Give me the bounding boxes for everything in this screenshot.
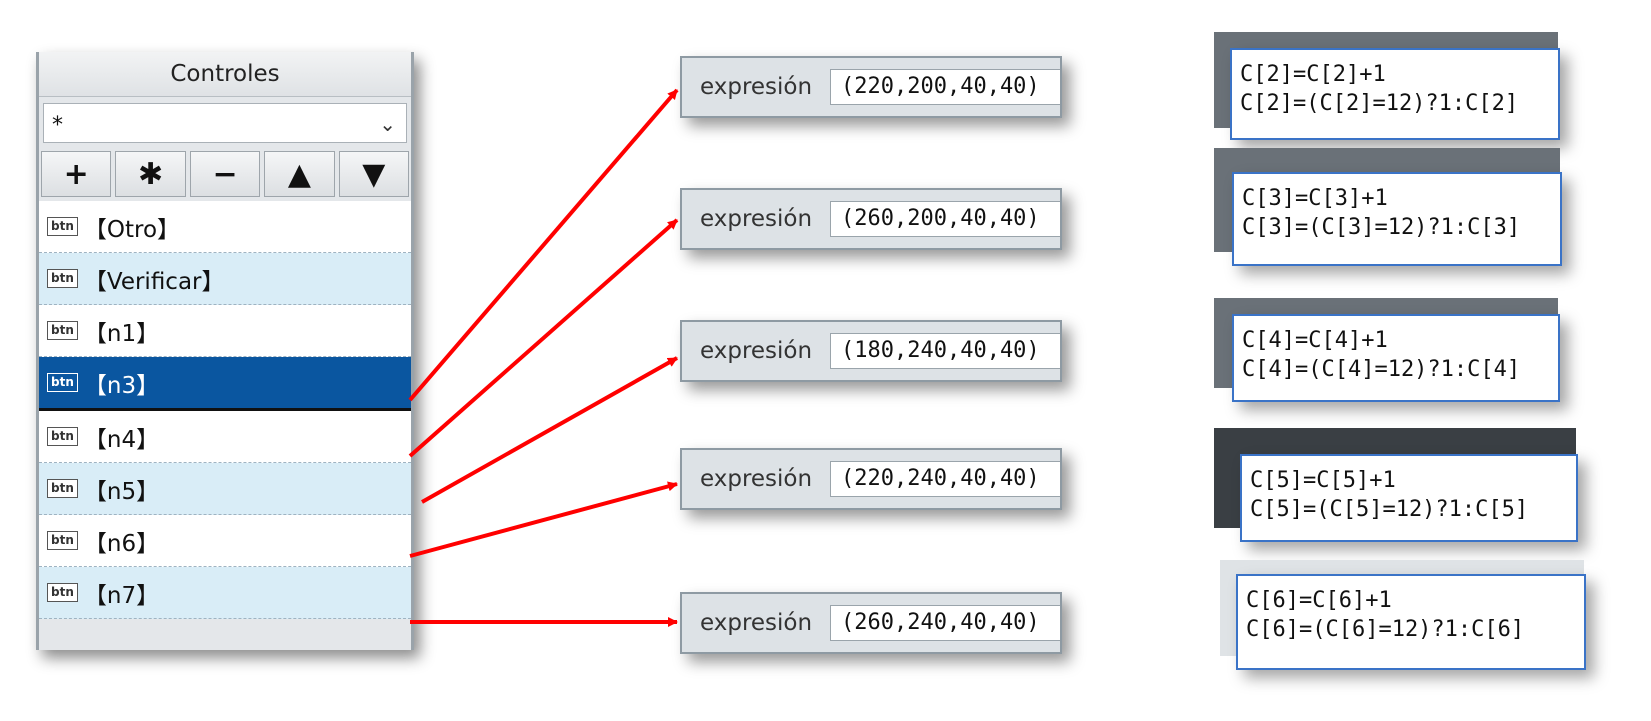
code-line: C[5]=C[5]+1 bbox=[1250, 468, 1396, 493]
code-line: C[4]=C[4]+1 bbox=[1242, 328, 1388, 353]
expression-label: expresión bbox=[700, 338, 813, 364]
expression-input[interactable]: (220,240,40,40) bbox=[830, 461, 1060, 497]
list-item[interactable]: btn 【n6】 bbox=[39, 515, 411, 567]
item-label: 【n6】 bbox=[83, 530, 160, 557]
expression-label: expresión bbox=[700, 466, 813, 492]
panel-title: Controles bbox=[39, 52, 411, 97]
code-editor[interactable]: C[4]=C[4]+1 C[4]=(C[4]=12)?1:C[4] bbox=[1232, 314, 1560, 402]
add-button[interactable]: + bbox=[41, 151, 112, 197]
code-line: C[6]=(C[6]=12)?1:C[6] bbox=[1246, 617, 1525, 642]
code-line: C[5]=(C[5]=12)?1:C[5] bbox=[1250, 497, 1529, 522]
filter-select[interactable]: * ⌄ bbox=[43, 103, 407, 143]
code-line: C[2]=C[2]+1 bbox=[1240, 62, 1386, 87]
list-item[interactable]: btn 【n4】 bbox=[39, 411, 411, 463]
item-label: 【n3】 bbox=[83, 372, 160, 399]
controls-list: btn 【Otro】 btn 【Verificar】 btn 【n1】 btn 【n3】… bbox=[39, 201, 411, 619]
expression-field: expresión (180,240,40,40) bbox=[680, 320, 1062, 382]
code-editor[interactable]: C[3]=C[3]+1 C[3]=(C[3]=12)?1:C[3] bbox=[1232, 172, 1562, 266]
arrow bbox=[408, 218, 679, 458]
code-line: C[4]=(C[4]=12)?1:C[4] bbox=[1242, 357, 1521, 382]
duplicate-button[interactable]: ✱ bbox=[115, 151, 186, 197]
expression-input[interactable]: (180,240,40,40) bbox=[830, 333, 1060, 369]
list-item-selected[interactable]: btn 【n3】 bbox=[39, 357, 411, 411]
expression-field: expresión (260,200,40,40) bbox=[680, 188, 1062, 250]
arrow bbox=[409, 481, 678, 558]
list-item[interactable]: btn 【Verificar】 bbox=[39, 253, 411, 305]
expression-label: expresión bbox=[700, 74, 813, 100]
move-down-button[interactable]: ▼ bbox=[338, 151, 410, 197]
arrow bbox=[421, 356, 678, 504]
btn-badge: btn bbox=[47, 427, 78, 446]
item-label: 【n5】 bbox=[83, 478, 160, 505]
item-label: 【n4】 bbox=[83, 426, 160, 453]
expression-field: expresión (260,240,40,40) bbox=[680, 592, 1062, 654]
list-item[interactable]: btn 【Otro】 bbox=[39, 201, 411, 253]
expression-label: expresión bbox=[700, 610, 813, 636]
expression-label: expresión bbox=[700, 206, 813, 232]
expression-field: expresión (220,240,40,40) bbox=[680, 448, 1062, 510]
item-label: 【Otro】 bbox=[83, 216, 181, 243]
list-item[interactable]: btn 【n5】 bbox=[39, 463, 411, 515]
expression-field: expresión (220,200,40,40) bbox=[680, 56, 1062, 118]
btn-badge: btn bbox=[47, 531, 78, 550]
toolbar: + ✱ − ▲ ▼ bbox=[41, 151, 410, 197]
move-up-button[interactable]: ▲ bbox=[264, 151, 335, 197]
code-editor[interactable]: C[6]=C[6]+1 C[6]=(C[6]=12)?1:C[6] bbox=[1236, 574, 1586, 670]
select-value: * bbox=[52, 113, 63, 138]
expression-input[interactable]: (220,200,40,40) bbox=[830, 69, 1060, 105]
item-label: 【n1】 bbox=[83, 320, 160, 347]
code-line: C[6]=C[6]+1 bbox=[1246, 588, 1392, 613]
code-line: C[3]=C[3]+1 bbox=[1242, 186, 1388, 211]
code-line: C[2]=(C[2]=12)?1:C[2] bbox=[1240, 91, 1519, 116]
code-editor[interactable]: C[5]=C[5]+1 C[5]=(C[5]=12)?1:C[5] bbox=[1240, 454, 1578, 542]
btn-badge: btn bbox=[47, 479, 78, 498]
code-editor[interactable]: C[2]=C[2]+1 C[2]=(C[2]=12)?1:C[2] bbox=[1230, 48, 1560, 140]
expression-input[interactable]: (260,200,40,40) bbox=[830, 201, 1060, 237]
btn-badge: btn bbox=[47, 373, 78, 392]
remove-button[interactable]: − bbox=[189, 151, 261, 197]
chevron-down-icon[interactable]: ⌄ bbox=[379, 112, 396, 136]
btn-badge: btn bbox=[47, 321, 78, 340]
item-label: 【Verificar】 bbox=[83, 268, 225, 295]
arrow bbox=[408, 88, 679, 402]
btn-badge: btn bbox=[47, 583, 78, 602]
controls-panel: Controles * ⌄ + ✱ − ▲ ▼ btn 【Otro】 btn 【Ve… bbox=[36, 52, 414, 650]
item-label: 【n7】 bbox=[83, 582, 160, 609]
btn-badge: btn bbox=[47, 269, 78, 288]
expression-input[interactable]: (260,240,40,40) bbox=[830, 605, 1060, 641]
list-item[interactable]: btn 【n7】 bbox=[39, 567, 411, 619]
btn-badge: btn bbox=[47, 217, 78, 236]
code-line: C[3]=(C[3]=12)?1:C[3] bbox=[1242, 215, 1521, 240]
list-item[interactable]: btn 【n1】 bbox=[39, 305, 411, 357]
